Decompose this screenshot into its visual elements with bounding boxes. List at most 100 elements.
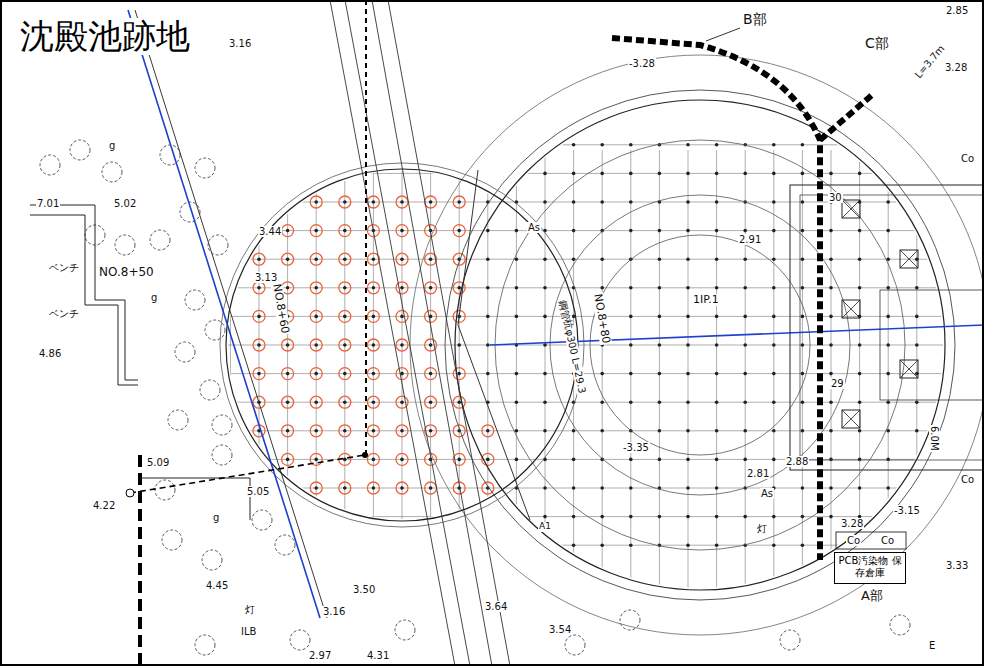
- pile-mark: [425, 396, 437, 408]
- pile-dot: [543, 172, 547, 176]
- pile-dot: [429, 429, 433, 433]
- pile-dot: [543, 486, 547, 490]
- pile-dot: [486, 315, 490, 319]
- pile-dot: [801, 486, 805, 490]
- pile-dot: [858, 343, 862, 347]
- grid-line: [200, 144, 984, 145]
- pile-dot: [915, 429, 919, 433]
- tree-symbol: [202, 550, 222, 570]
- pile-dot: [429, 200, 433, 204]
- pile-dot: [658, 172, 662, 176]
- pile-dot: [286, 257, 290, 261]
- column-symbol: [900, 250, 918, 268]
- pile-mark: [396, 482, 408, 494]
- pile-dot: [629, 172, 633, 176]
- grid-line: [201, 150, 202, 600]
- tree-symbol: [200, 380, 220, 400]
- pile-dot: [600, 543, 604, 547]
- tree-symbol: [115, 235, 135, 255]
- pile-dot: [515, 429, 519, 433]
- pile-dot: [658, 429, 662, 433]
- map-label: NO.8+50: [98, 266, 155, 279]
- pile-dot: [515, 229, 519, 233]
- map-label: 2.81: [746, 468, 770, 479]
- pile-dot: [858, 486, 862, 490]
- basin-ring: [410, 55, 984, 635]
- pile-mark: [367, 339, 379, 351]
- map-label: E: [928, 640, 936, 651]
- map-label: As: [760, 488, 774, 499]
- pile-dot: [686, 143, 690, 147]
- survey-route-c: [820, 95, 872, 140]
- survey-route-b: [612, 38, 820, 560]
- grid-line: [200, 173, 984, 174]
- map-label: 灯: [756, 523, 768, 534]
- basin-ring: [590, 235, 810, 455]
- pile-mark: [367, 396, 379, 408]
- grid-line: [200, 545, 984, 546]
- pile-dot: [858, 400, 862, 404]
- pile-dot: [600, 200, 604, 204]
- pile-dot: [515, 400, 519, 404]
- pile-mark: [396, 253, 408, 265]
- pile-dot: [772, 343, 776, 347]
- pile-grid: [200, 143, 984, 600]
- map-label: 3.28: [840, 518, 864, 529]
- pile-dot: [343, 286, 347, 290]
- pile-dot: [543, 429, 547, 433]
- tree-symbol: [70, 140, 90, 160]
- pile-dot: [658, 458, 662, 462]
- pile-dot: [686, 458, 690, 462]
- pile-dot: [829, 486, 833, 490]
- pile-mark: [282, 225, 294, 237]
- map-label: 4.22: [92, 500, 116, 511]
- tree-symbol: [275, 535, 295, 555]
- pile-dot: [715, 229, 719, 233]
- map-label: 3.64: [484, 601, 508, 612]
- pile-dot: [686, 400, 690, 404]
- pile-dot: [829, 515, 833, 519]
- pile-mark: [310, 282, 322, 294]
- pile-dot: [629, 229, 633, 233]
- pile-dot: [372, 200, 376, 204]
- pile-dot: [715, 257, 719, 261]
- tree-symbol: [395, 620, 415, 640]
- pile-dot: [715, 315, 719, 319]
- pile-dot: [572, 257, 576, 261]
- map-label: 3.16: [228, 38, 252, 49]
- pile-dot: [886, 458, 890, 462]
- pile-dot: [314, 372, 318, 376]
- map-label: 3.13: [254, 272, 278, 283]
- pile-mark: [339, 482, 351, 494]
- pile-mark: [339, 425, 351, 437]
- pile-dot: [743, 315, 747, 319]
- pile-mark: [339, 310, 351, 322]
- pile-dot: [715, 543, 719, 547]
- pile-mark: [339, 339, 351, 351]
- pile-dot: [829, 343, 833, 347]
- pile-dot: [486, 372, 490, 376]
- map-label: 4.45: [205, 580, 229, 591]
- pile-dot: [429, 257, 433, 261]
- pile-dot: [400, 229, 404, 233]
- pile-dot: [686, 543, 690, 547]
- pile-dot: [715, 143, 719, 147]
- pile-dot: [886, 372, 890, 376]
- pile-dot: [772, 543, 776, 547]
- water-pipe-edge: [135, 10, 327, 618]
- tree-symbol: [102, 162, 122, 182]
- pile-dot: [600, 172, 604, 176]
- pile-mark: [253, 339, 265, 351]
- pile-dot: [486, 343, 490, 347]
- pile-dot: [686, 486, 690, 490]
- map-label: ベンチ: [48, 262, 80, 273]
- pile-dot: [715, 372, 719, 376]
- map-label: 5.02: [113, 198, 137, 209]
- pile-dot: [858, 458, 862, 462]
- pile-dot: [915, 343, 919, 347]
- pile-dot: [715, 200, 719, 204]
- map-label: Co: [846, 535, 861, 546]
- pile-dot: [686, 515, 690, 519]
